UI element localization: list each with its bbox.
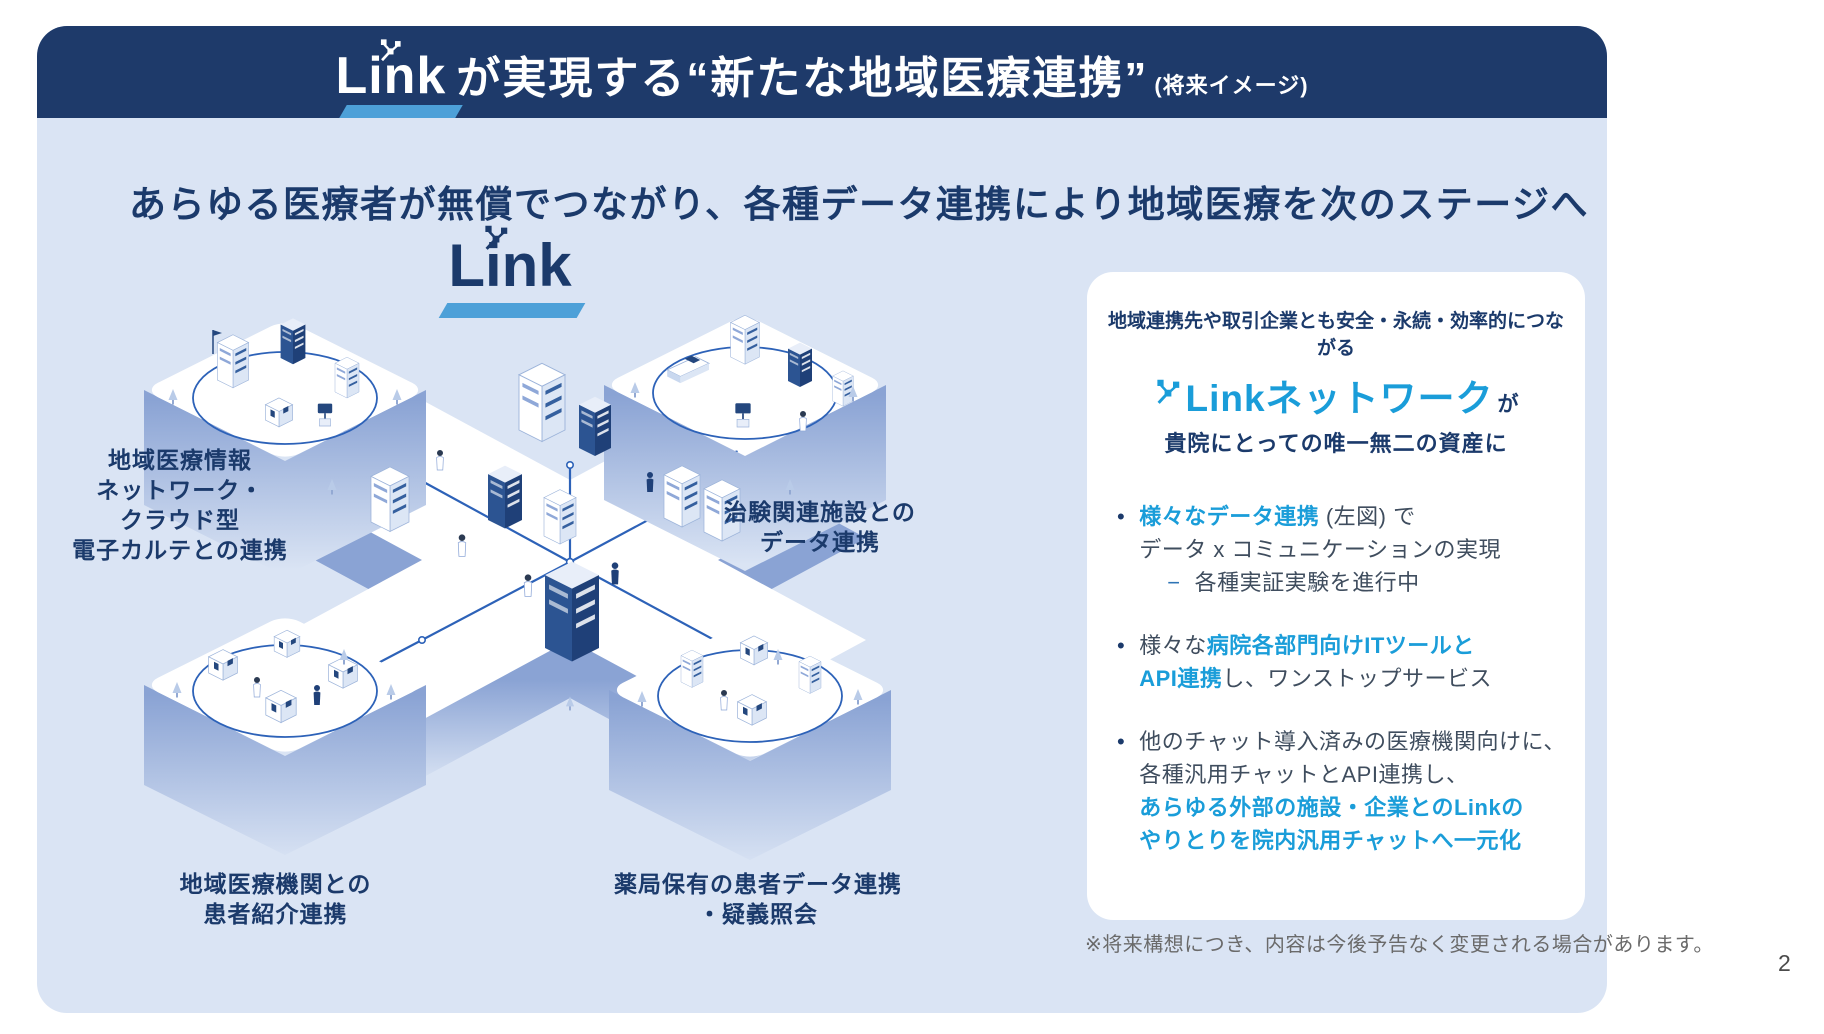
subtitle: あらゆる医療者が無償でつながり、各種データ連携により地域医療を次のステージへ bbox=[128, 184, 1590, 225]
header-band: Link が実現する“新たな地域医療連携” (将来イメージ) bbox=[37, 26, 1607, 118]
card-sub-heading: 貴院にとっての唯一無二の資産に bbox=[1164, 431, 1508, 456]
bullet-text: 様々なデータ連携 (左図) で データ x コミュニケーションの実現 − 各種実… bbox=[1139, 500, 1501, 599]
label-regional-network: 地域医療情報 ネットワーク・ クラウド型 電子カルテとの連携 bbox=[72, 447, 288, 563]
network-illustration bbox=[144, 314, 891, 860]
link-nodes-icon bbox=[481, 222, 511, 252]
link-nodes-icon bbox=[1153, 376, 1183, 406]
header-title: Link が実現する“新たな地域医療連携” (将来イメージ) bbox=[335, 42, 1309, 118]
bullet-marker: • bbox=[1117, 729, 1126, 754]
info-card: 地域連携先や取引企業とも安全・永続・効率的につながる Linkネットワーク が … bbox=[1087, 272, 1585, 920]
footnote: ※将来構想につき、内容は今後予告なく変更される場合があります。 bbox=[1085, 934, 1714, 956]
link-nodes-icon bbox=[377, 36, 404, 63]
plate-clinical-trial bbox=[604, 314, 886, 571]
sub-bullet-dash: − bbox=[1167, 570, 1181, 595]
link-network-heading: Linkネットワーク が bbox=[1103, 368, 1569, 422]
bullet-text: 他のチャット導入済みの医療機関向けに、 各種汎用チャットとAPI連携し、 あらゆ… bbox=[1139, 729, 1566, 853]
bullet-item-it-tools: • 様々な病院各部門向けITツールと API連携し、ワンストップサービス bbox=[1117, 629, 1569, 695]
diagram-link-logo-text: Link bbox=[448, 232, 572, 299]
bullet-item-chat-api: • 他のチャット導入済みの医療機関向けに、 各種汎用チャットとAPI連携し、 あ… bbox=[1117, 725, 1569, 857]
label-clinical-trial: 治験関連施設との データ連携 bbox=[724, 499, 916, 555]
header-title-text: が実現する“新たな地域医療連携” bbox=[456, 54, 1149, 103]
bullet-item-data-links: • 様々なデータ連携 (左図) で データ x コミュニケーションの実現 − 各… bbox=[1117, 500, 1569, 599]
bullet-marker: • bbox=[1117, 504, 1126, 529]
sub-bullet-item: − 各種実証実験を進行中 bbox=[1167, 566, 1501, 599]
label-pharmacy: 薬局保有の患者データ連携 ・疑義照会 bbox=[614, 871, 902, 927]
bullet-list: • 様々なデータ連携 (左図) で データ x コミュニケーションの実現 − 各… bbox=[1103, 500, 1569, 857]
logo-underline bbox=[339, 105, 464, 118]
header-note: (将来イメージ) bbox=[1154, 73, 1309, 98]
plate-pharmacy bbox=[609, 623, 891, 860]
diagram-link-logo: Link bbox=[415, 236, 605, 318]
bullet-text: 様々な病院各部門向けITツールと API連携し、ワンストップサービス bbox=[1139, 633, 1492, 691]
label-referral: 地域医療機関との 患者紹介連携 bbox=[179, 871, 372, 927]
plate-regional-network bbox=[144, 318, 426, 576]
link-logo: Link bbox=[335, 47, 464, 118]
card-intro: 地域連携先や取引企業とも安全・永続・効率的につながる bbox=[1107, 311, 1564, 359]
plate-referral bbox=[144, 618, 426, 855]
link-logo-text: Link bbox=[335, 47, 447, 105]
link-network-suffix: が bbox=[1497, 393, 1519, 416]
link-network-name: Linkネットワーク bbox=[1185, 378, 1494, 419]
bullet-marker: • bbox=[1117, 633, 1126, 658]
page-number: 2 bbox=[1778, 950, 1791, 976]
